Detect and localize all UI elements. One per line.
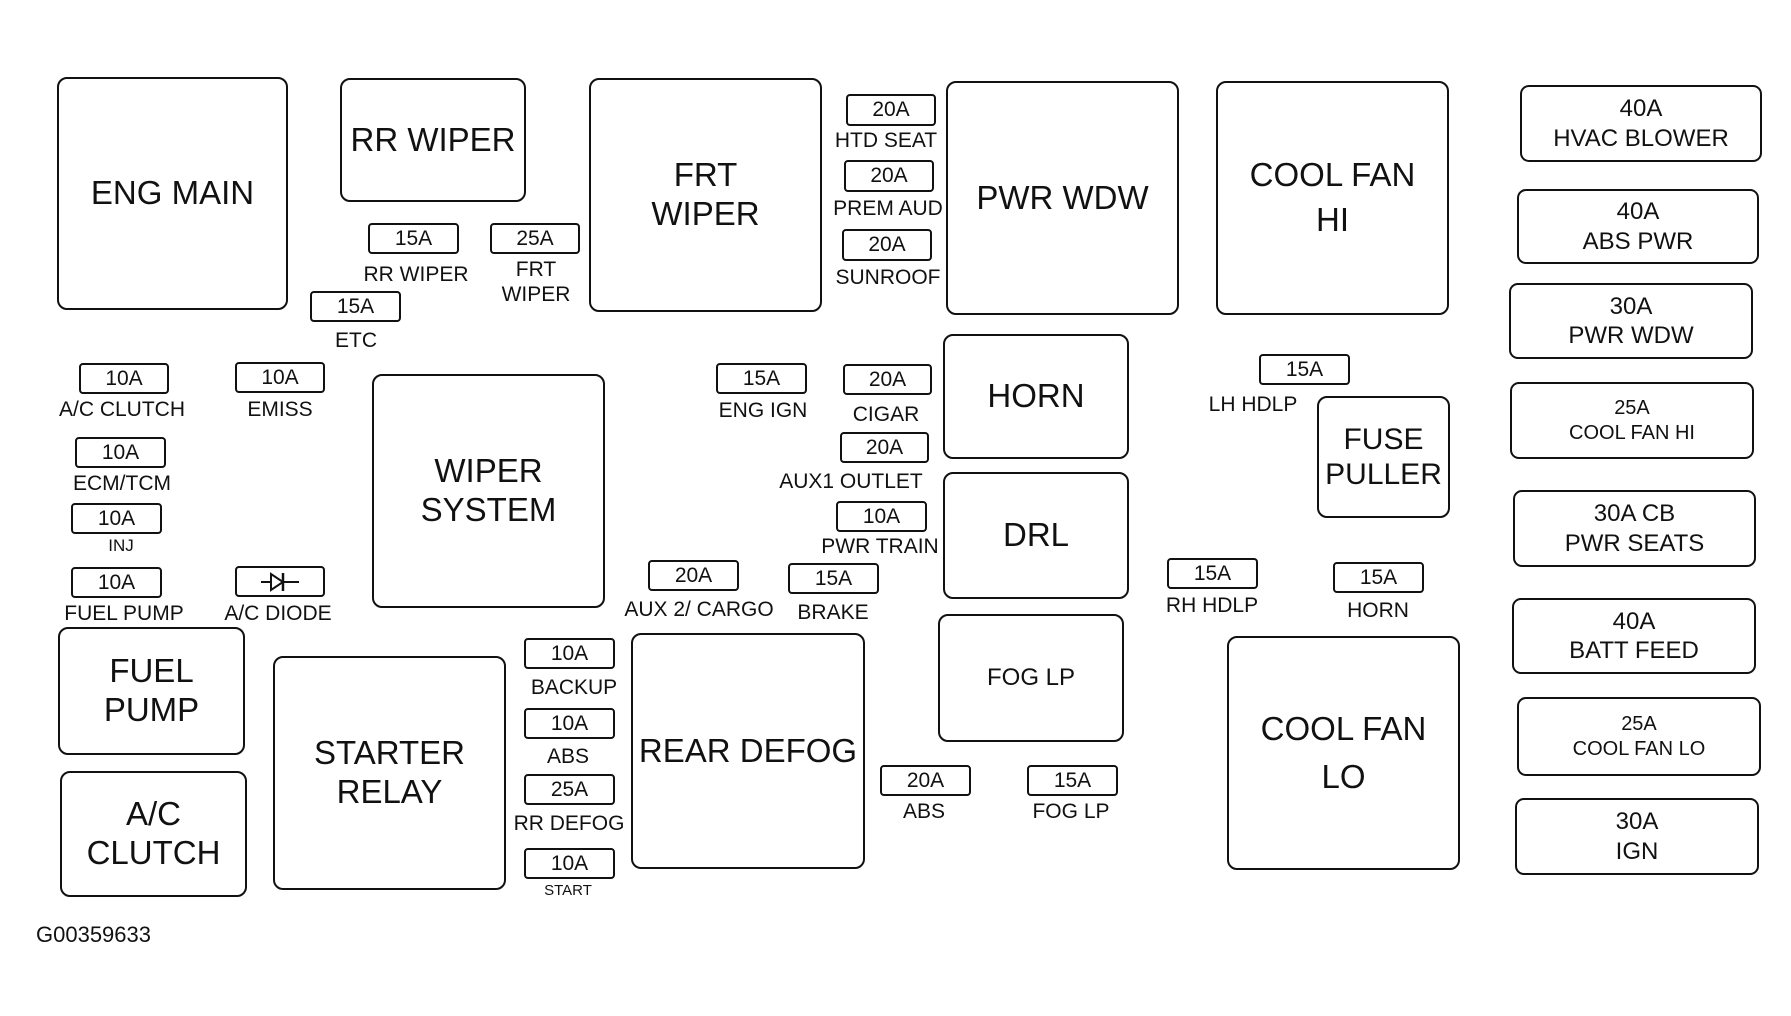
fuse-pwr-train: 10A — [836, 501, 927, 532]
fuse-label-aux1-outlet: AUX1 OUTLET — [779, 470, 923, 493]
fuse-start: 10A — [524, 848, 615, 879]
maxi-fuse-ign: 30A IGN — [1515, 798, 1759, 875]
fuse-lh-hdlp: 15A — [1259, 354, 1350, 385]
fuse-abs-20a: 20A — [880, 765, 971, 796]
fuse-backup: 10A — [524, 638, 615, 669]
relay-ac-clutch: A/C CLUTCH — [60, 771, 247, 897]
fuse-sunroof: 20A — [842, 229, 932, 261]
relay-rear-defog: REAR DEFOG — [631, 633, 865, 869]
fuse-label-fog-lp: FOG LP — [1032, 800, 1110, 823]
fuse-frt-wiper: 25A — [490, 223, 580, 254]
fuse-label-start: START — [544, 882, 592, 899]
fuse-label-rh-hdlp: RH HDLP — [1165, 594, 1259, 617]
fuse-inj: 10A — [71, 503, 162, 534]
relay-fuel-pump: FUEL PUMP — [58, 627, 245, 755]
relay-cool-fan-hi: COOL FAN HI — [1216, 81, 1449, 315]
fuse-aux2-cargo: 20A — [648, 560, 739, 591]
fuse-emiss: 10A — [235, 362, 325, 393]
diode-icon — [261, 571, 299, 592]
relay-frt-wiper: FRT WIPER — [589, 78, 822, 312]
maxi-fuse-pwr-wdw: 30A PWR WDW — [1509, 283, 1753, 359]
relay-horn: HORN — [943, 334, 1129, 459]
fuse-horn: 15A — [1333, 562, 1424, 593]
fuse-label-frt-wiper: FRT WIPER — [501, 258, 571, 306]
fuse-abs-10a: 10A — [524, 708, 615, 739]
fuse-rr-wiper: 15A — [368, 223, 459, 254]
maxi-fuse-abs-pwr: 40A ABS PWR — [1517, 189, 1759, 264]
relay-eng-main: ENG MAIN — [57, 77, 288, 310]
maxi-fuse-batt-feed: 40A BATT FEED — [1512, 598, 1756, 674]
fuse-cigar: 20A — [843, 364, 932, 395]
maxi-fuse-pwr-seats: 30A CB PWR SEATS — [1513, 490, 1756, 567]
relay-fog-lp: FOG LP — [938, 614, 1124, 742]
fuse-ac-diode — [235, 566, 325, 597]
relay-drl: DRL — [943, 472, 1129, 599]
fuse-eng-ign: 15A — [716, 363, 807, 394]
fuse-label-brake: BRAKE — [797, 601, 869, 624]
fuse-aux1-outlet: 20A — [840, 432, 929, 463]
relay-cool-fan-lo: COOL FAN LO — [1227, 636, 1460, 870]
fuse-label-abs-20a: ABS — [902, 800, 946, 823]
fuse-prem-aud: 20A — [844, 160, 934, 192]
figure-id: G00359633 — [36, 922, 151, 947]
fuse-label-horn: HORN — [1347, 599, 1409, 622]
fuse-etc: 15A — [310, 291, 401, 322]
fuse-brake: 15A — [788, 563, 879, 594]
relay-pwr-wdw: PWR WDW — [946, 81, 1179, 315]
fuse-label-eng-ign: ENG IGN — [718, 399, 808, 422]
fuse-label-rr-defog: RR DEFOG — [513, 812, 625, 835]
fuse-label-ecm-tcm: ECM/TCM — [73, 472, 171, 495]
fuse-ac-clutch: 10A — [79, 363, 169, 394]
fuse-label-emiss: EMISS — [247, 398, 313, 421]
fuse-rh-hdlp: 15A — [1167, 558, 1258, 589]
fuse-label-etc: ETC — [335, 329, 377, 352]
fuse-label-ac-diode: A/C DIODE — [224, 602, 332, 625]
fuse-htd-seat: 20A — [846, 94, 936, 126]
relay-starter: STARTER RELAY — [273, 656, 506, 890]
fuse-label-backup: BACKUP — [530, 676, 618, 699]
relay-rr-wiper: RR WIPER — [340, 78, 526, 202]
fuse-label-sunroof: SUNROOF — [835, 266, 941, 289]
fuse-label-ac-clutch: A/C CLUTCH — [58, 398, 186, 421]
fuse-label-htd-seat: HTD SEAT — [834, 129, 938, 152]
fuse-label-abs-10a: ABS — [546, 745, 590, 768]
maxi-fuse-cool-fan-lo: 25A COOL FAN LO — [1517, 697, 1761, 776]
relay-wiper-system: WIPER SYSTEM — [372, 374, 605, 608]
fuse-label-pwr-train: PWR TRAIN — [821, 535, 939, 558]
fuse-label-fuel-pump: FUEL PUMP — [64, 602, 184, 625]
fuse-label-rr-wiper: RR WIPER — [363, 263, 469, 286]
fuse-rr-defog: 25A — [524, 774, 615, 805]
maxi-fuse-cool-fan-hi: 25A COOL FAN HI — [1510, 382, 1754, 459]
fuse-label-cigar: CIGAR — [852, 403, 920, 426]
fuse-ecm-tcm: 10A — [75, 437, 166, 468]
fuse-label-inj: INJ — [108, 536, 134, 555]
fuse-label-aux2-cargo: AUX 2/ CARGO — [624, 598, 774, 621]
fuse-label-lh-hdlp: LH HDLP — [1208, 393, 1298, 416]
fuse-puller: FUSE PULLER — [1317, 396, 1450, 518]
fuse-fog-lp: 15A — [1027, 765, 1118, 796]
fuse-fuel-pump: 10A — [71, 567, 162, 598]
maxi-fuse-hvac-blower: 40A HVAC BLOWER — [1520, 85, 1762, 162]
fuse-label-prem-aud: PREM AUD — [833, 197, 943, 220]
